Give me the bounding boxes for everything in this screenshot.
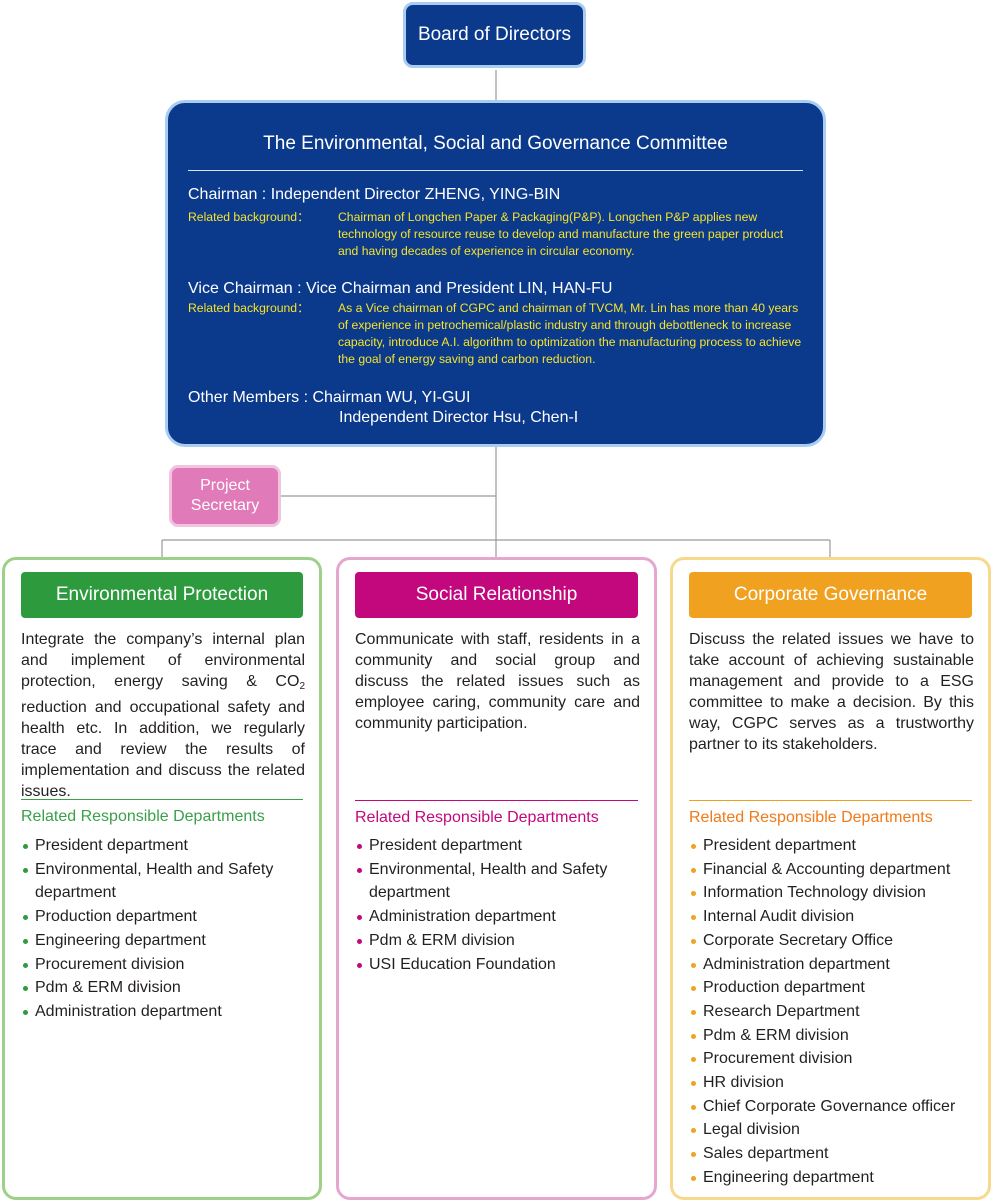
committee-chairman: Chairman : Independent Director ZHENG, Y… (188, 186, 561, 203)
secretary-line1: Project (200, 477, 250, 494)
secretary-line2: Secretary (190, 497, 260, 514)
committee-divider (188, 170, 803, 171)
esg-committee-box: The Environmental, Social and Governance… (165, 100, 826, 447)
committee-vice-chairman: Vice Chairman : Vice Chairman and Presid… (188, 280, 613, 297)
committee-title: The Environmental, Social and Governance… (263, 133, 728, 154)
list-item: Information Technology division (689, 881, 980, 905)
environmental-protection-column: Environmental Protection Integrate the c… (2, 557, 322, 1200)
list-item: Pdm & ERM division (21, 976, 311, 1000)
list-item: Production department (21, 905, 311, 929)
list-item: Research Department (689, 1000, 980, 1024)
list-item: Environmental, Health and Safety departm… (355, 858, 646, 905)
list-item: Production department (689, 976, 980, 1000)
environmental-description: Integrate the company’s internal plan an… (21, 629, 305, 802)
list-item: Procurement division (21, 953, 311, 977)
list-item: Administration department (21, 1000, 311, 1024)
list-item: HR division (689, 1071, 980, 1095)
list-item: Financial & Accounting department (689, 858, 980, 882)
committee-other-members-2: Independent Director Hsu, Chen-I (339, 409, 579, 426)
list-item: Administration department (689, 953, 980, 977)
governance-description: Discuss the related issues we have to ta… (689, 631, 974, 753)
env-desc-part1: Integrate the company’s internal plan an… (21, 631, 305, 690)
project-secretary-box: Project Secretary (169, 465, 281, 527)
vice-chairman-background: Related background： As a Vice chairman o… (188, 300, 805, 368)
list-item: Engineering department (21, 929, 311, 953)
list-item: USI Education Foundation (355, 953, 646, 977)
list-item: President department (355, 834, 646, 858)
soc-dept-list: President department Environmental, Heal… (355, 834, 646, 976)
social-relationship-header: Social Relationship (355, 572, 638, 618)
corporate-governance-header: Corporate Governance (689, 572, 972, 618)
list-item: Sales department (689, 1142, 980, 1166)
list-item: Procurement division (689, 1047, 980, 1071)
chairman-background: Related background： Chairman of Longchen… (188, 209, 805, 260)
social-description: Communicate with staff, residents in a c… (355, 631, 640, 732)
list-item: President department (21, 834, 311, 858)
chairman-bg-text: Chairman of Longchen Paper & Packaging(P… (338, 210, 784, 258)
committee-other-members: Other Members : Chairman WU, YI-GUI (188, 389, 471, 406)
environmental-protection-header: Environmental Protection (21, 572, 303, 618)
soc-dept-heading: Related Responsible Departments (355, 800, 638, 831)
list-item: Pdm & ERM division (355, 929, 646, 953)
vice-bg-label: Related background： (188, 301, 310, 315)
board-label: Board of Directors (417, 24, 572, 45)
list-item: Legal division (689, 1118, 980, 1142)
chairman-bg-label: Related background： (188, 210, 310, 224)
gov-dept-list: President department Financial & Account… (689, 834, 980, 1190)
env-dept-list: President department Environmental, Heal… (21, 834, 311, 1024)
env-desc-subscript: 2 (299, 681, 305, 692)
list-item: President department (689, 834, 980, 858)
list-item: Administration department (355, 905, 646, 929)
vice-bg-text: As a Vice chairman of CGPC and chairman … (338, 301, 802, 366)
list-item: Pdm & ERM division (689, 1024, 980, 1048)
env-dept-heading: Related Responsible Departments (21, 799, 303, 830)
list-item: Engineering department (689, 1166, 980, 1190)
list-item: Corporate Secretary Office (689, 929, 980, 953)
env-desc-part2: reduction and occupational safety and he… (21, 699, 305, 800)
board-of-directors-box: Board of Directors (403, 2, 586, 68)
corporate-governance-column: Corporate Governance Discuss the related… (670, 557, 991, 1200)
gov-dept-heading: Related Responsible Departments (689, 800, 972, 831)
list-item: Environmental, Health and Safety departm… (21, 858, 311, 905)
list-item: Chief Corporate Governance officer (689, 1095, 980, 1119)
social-relationship-column: Social Relationship Communicate with sta… (336, 557, 657, 1200)
list-item: Internal Audit division (689, 905, 980, 929)
